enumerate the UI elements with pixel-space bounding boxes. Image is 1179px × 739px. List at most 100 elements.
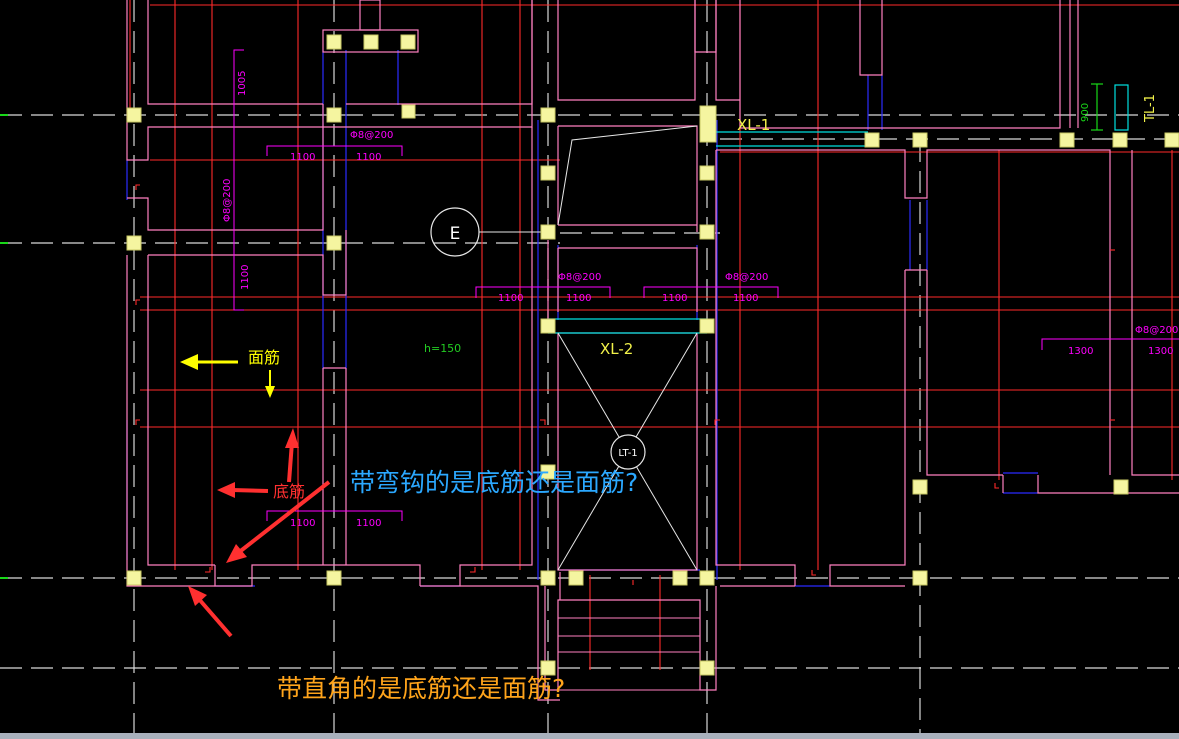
dim-length: 1300	[1148, 346, 1173, 357]
annotation-arrows	[180, 354, 331, 638]
wall-outline	[544, 586, 717, 691]
red-arrow-corner-shaft	[196, 596, 233, 638]
yellow-arrow-left-head	[180, 354, 198, 370]
tl1-beam	[1114, 84, 1129, 131]
stair-bubble-label: LT-1	[618, 448, 637, 459]
column	[363, 34, 379, 50]
dim-bracket	[475, 286, 611, 298]
red-arrow-up-head	[285, 428, 299, 448]
wall-outline	[460, 585, 560, 701]
column	[1112, 132, 1128, 148]
rebar-spec: Φ8@200	[350, 130, 393, 141]
red-arrow-diag-shaft	[236, 480, 331, 555]
column	[912, 132, 928, 148]
column	[699, 224, 715, 240]
yellow-arrow-down-head	[265, 386, 275, 398]
blue-lines	[126, 50, 1038, 587]
dim-length: 1100	[662, 293, 687, 304]
rebar-hook	[470, 567, 476, 573]
slab-thickness: h=150	[424, 342, 461, 355]
dim-900	[1091, 83, 1103, 131]
wall-outlines	[126, 0, 1179, 701]
rebar-spec: Φ8@200	[1135, 325, 1178, 336]
rebar-hook	[714, 419, 720, 425]
column	[126, 107, 142, 123]
rebar-hook	[205, 567, 211, 573]
wall-outline	[127, 104, 324, 231]
rebar-hook	[135, 184, 140, 190]
column	[401, 104, 416, 119]
dim-length: 1100	[566, 293, 591, 304]
dim-vertical-1100: 1100	[240, 265, 251, 290]
dim-length: 1100	[290, 152, 315, 163]
beam-label-xl1: XL-1	[737, 116, 770, 134]
red-arrow-left-shaft	[231, 488, 269, 493]
rebar-hooks	[135, 184, 1115, 585]
dim-vertical-900: 900	[1080, 103, 1091, 122]
red-arrow-up-shaft	[287, 441, 294, 483]
dim-brackets	[233, 49, 1179, 521]
axis-bubble-label: E	[450, 224, 461, 244]
dim-texts: Φ8@200 1100 1100 Φ8@200 1100 1100 Φ8@200…	[222, 71, 1178, 529]
rebar-spec-vertical: Φ8@200	[222, 179, 233, 222]
label-bottom-rebar: 底筋	[273, 482, 305, 501]
stair-bubble-circle	[610, 434, 646, 470]
wall-outline	[214, 564, 421, 587]
column	[699, 570, 715, 586]
dim-bracket	[266, 510, 403, 521]
question-hook: 带弯钩的是底筋还是面筋?	[350, 468, 638, 497]
dim-length: 1100	[356, 152, 381, 163]
beam-label-xl2: XL-2	[600, 340, 633, 358]
wall-outline	[148, 230, 347, 296]
wall-outline	[557, 0, 696, 101]
column	[326, 34, 342, 50]
red-arrow-left-head	[217, 482, 235, 498]
rebar-hook	[811, 570, 816, 576]
rebar-hook	[994, 483, 999, 489]
wall-outline	[716, 149, 1111, 475]
column	[326, 570, 342, 586]
columns	[126, 34, 1179, 676]
column	[864, 132, 880, 148]
wall-outline	[147, 0, 323, 105]
rebar-spec: Φ8@200	[725, 272, 768, 283]
column	[912, 570, 928, 586]
column	[540, 660, 556, 676]
dim-vertical-1005: 1005	[237, 71, 248, 96]
wall-outline	[126, 0, 533, 161]
dim-bracket	[233, 49, 244, 311]
column	[672, 570, 688, 586]
beam-label-tl1: TL-1	[1143, 94, 1158, 123]
column	[540, 107, 556, 123]
wall-outline	[346, 0, 533, 105]
label-top-rebar: 面筋	[248, 348, 280, 367]
wall-outline	[359, 0, 381, 31]
column	[699, 165, 715, 181]
wall-outline	[715, 0, 740, 101]
column	[912, 479, 928, 495]
dim-bracket	[1041, 338, 1179, 350]
wall-outline	[859, 0, 883, 76]
question-right-angle: 带直角的是底筋还是面筋?	[277, 674, 565, 703]
slope-line	[557, 125, 698, 226]
red-arrow-diag-head	[226, 544, 247, 563]
column	[540, 318, 556, 334]
column	[540, 464, 556, 480]
column	[568, 570, 584, 586]
column	[1059, 132, 1075, 148]
bottom-window-edge	[0, 733, 1179, 739]
column	[699, 660, 715, 676]
column	[540, 570, 556, 586]
wall-outline	[694, 0, 717, 53]
dim-length: 1300	[1068, 346, 1093, 357]
wall-outline	[558, 125, 698, 232]
axis-bubble-circle	[430, 207, 480, 257]
wall-outline	[926, 270, 1003, 476]
wall-outline	[715, 150, 796, 586]
rebar-spec: Φ8@200	[558, 272, 601, 283]
white-lines	[479, 125, 698, 571]
wall-outline	[739, 0, 1061, 129]
wall-outline	[558, 247, 698, 312]
column	[540, 224, 556, 240]
